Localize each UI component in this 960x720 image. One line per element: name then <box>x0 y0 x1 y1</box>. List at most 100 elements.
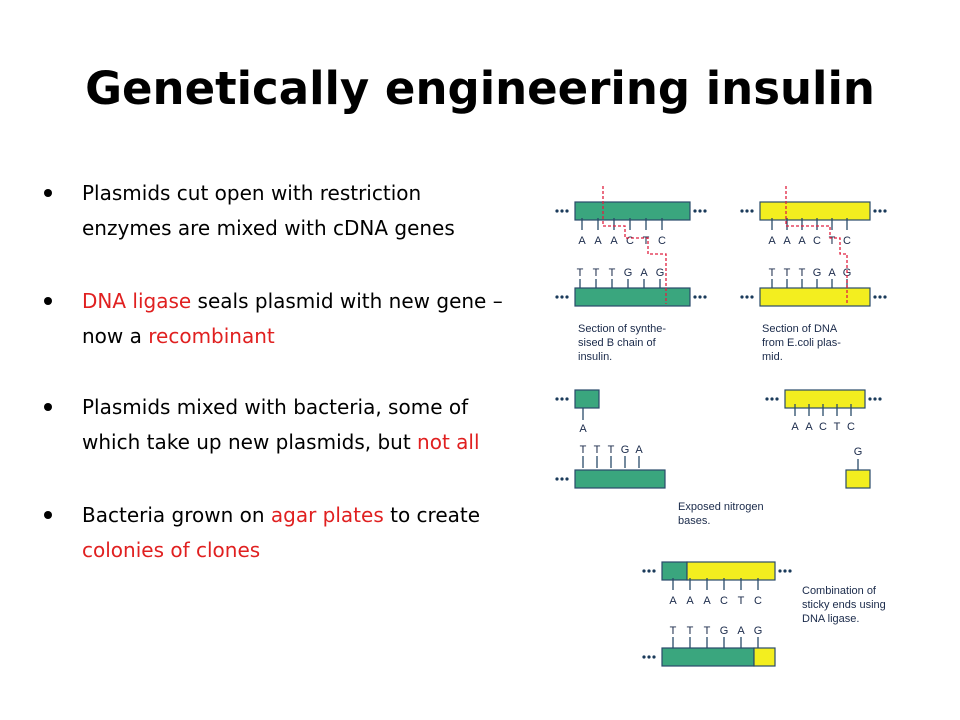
bullet-dot <box>44 403 52 411</box>
highlighted-term: recombinant <box>148 324 275 348</box>
ecoli-top-base: T <box>829 235 836 247</box>
highlighted-term: agar plates <box>270 503 384 527</box>
strand-dots <box>745 295 749 299</box>
insulin-bottom-fragment <box>574 469 666 489</box>
combined-bottom-base: G <box>754 625 763 637</box>
strand-dots <box>647 655 651 659</box>
strand-dots <box>565 397 569 401</box>
strand-dots <box>652 655 656 659</box>
strand-dots <box>560 477 564 481</box>
insulin-top-base: C <box>658 235 666 247</box>
combined-top-base: A <box>686 595 694 607</box>
insulin-top-base: A <box>594 235 602 247</box>
bullet-text-run: Plasmids mixed with bacteria, some of wh… <box>82 395 469 454</box>
bullet-dot <box>44 189 52 197</box>
strand-dots <box>642 655 646 659</box>
combined-bottom-base: T <box>704 625 711 637</box>
restriction-cut-line <box>785 186 848 304</box>
strand-dots <box>750 295 754 299</box>
strand-dots <box>642 569 646 573</box>
ecoli-bottom-base: T <box>769 267 776 279</box>
bullet-dot <box>44 511 52 519</box>
insulin-top-base: C <box>626 235 634 247</box>
strand-dots <box>765 397 769 401</box>
strand-dots <box>565 295 569 299</box>
highlighted-term: colonies of clones <box>82 538 261 562</box>
strand-dots <box>873 295 877 299</box>
bullet-text-run: to create <box>383 503 481 527</box>
ecoli-top-base: A <box>798 235 806 247</box>
insulin-bottom-base: T <box>593 267 600 279</box>
highlighted-term: DNA ligase <box>82 289 192 313</box>
combined-top-base: C <box>720 595 728 607</box>
bullet-text: Plasmids mixed with bacteria, some of wh… <box>82 395 480 454</box>
insulin-single-base: A <box>579 423 587 435</box>
combined-top-base: A <box>669 595 677 607</box>
ecoli-bottom-base: T <box>799 267 806 279</box>
strand-dots <box>745 209 749 213</box>
ecoli-bottom-base: T <box>784 267 791 279</box>
strand-dots <box>560 209 564 213</box>
ecoli-section-label: Section of DNA <box>762 323 838 335</box>
combination-label: Combination of <box>802 585 877 597</box>
ecoli-section-label: from E.coli plas- <box>762 337 841 349</box>
bullet-dot <box>44 297 52 305</box>
ecoli-top-strand <box>759 201 871 221</box>
bullet-text: Plasmids cut open with restriction enzym… <box>82 181 455 240</box>
insulin-bottom-base: T <box>609 267 616 279</box>
insulin-bottom-base: G <box>656 267 665 279</box>
strand-dots <box>873 397 877 401</box>
combination-label: sticky ends using <box>802 599 886 611</box>
strand-dots <box>740 295 744 299</box>
ecoli-exposed-base: T <box>834 421 841 433</box>
bullet-list: Plasmids cut open with restriction enzym… <box>44 176 514 606</box>
bullet-text-run: Bacteria grown on <box>82 503 271 527</box>
strand-dots <box>878 295 882 299</box>
restriction-cut-line <box>602 186 667 304</box>
ecoli-bottom-fragment <box>845 469 871 489</box>
ecoli-single-base: G <box>854 446 863 458</box>
strand-dots <box>555 209 559 213</box>
strand-dots <box>873 209 877 213</box>
insulin-exposed-base: T <box>608 444 615 456</box>
exposed-bases-label: Exposed nitrogen <box>678 501 764 513</box>
strand-dots <box>775 397 779 401</box>
strand-dots <box>555 477 559 481</box>
strand-dots <box>883 209 887 213</box>
strand-dots <box>693 295 697 299</box>
highlighted-term: not all <box>417 430 480 454</box>
strand-dots <box>555 397 559 401</box>
insulin-bottom-base: G <box>624 267 633 279</box>
strand-dots <box>698 295 702 299</box>
strand-dots <box>778 569 782 573</box>
insulin-section-label: Section of synthe- <box>578 323 666 335</box>
bullet-item: Plasmids cut open with restriction enzym… <box>44 176 514 246</box>
combined-bottom-yellow <box>753 647 776 667</box>
strand-dots <box>693 209 697 213</box>
combined-top-base: C <box>754 595 762 607</box>
insulin-exposed-base: T <box>594 444 601 456</box>
combined-top-base: T <box>738 595 745 607</box>
strand-dots <box>750 209 754 213</box>
strand-dots <box>878 209 882 213</box>
strand-dots <box>878 397 882 401</box>
combined-top-green <box>661 561 688 581</box>
insulin-top-fragment <box>574 389 600 409</box>
combined-top-yellow <box>686 561 776 581</box>
strand-dots <box>565 477 569 481</box>
insulin-exposed-base: T <box>580 444 587 456</box>
strand-dots <box>788 569 792 573</box>
strand-dots <box>703 209 707 213</box>
bullet-item: DNA ligase seals plasmid with new gene –… <box>44 284 514 354</box>
ecoli-top-base: A <box>768 235 776 247</box>
insulin-exposed-base: A <box>635 444 643 456</box>
insulin-section-label: sised B chain of <box>578 337 657 349</box>
strand-dots <box>565 209 569 213</box>
ecoli-exposed-base: C <box>847 421 855 433</box>
combined-bottom-base: T <box>670 625 677 637</box>
insulin-exposed-base: G <box>621 444 630 456</box>
ecoli-top-base: C <box>843 235 851 247</box>
strand-dots <box>703 295 707 299</box>
ecoli-top-base: C <box>813 235 821 247</box>
